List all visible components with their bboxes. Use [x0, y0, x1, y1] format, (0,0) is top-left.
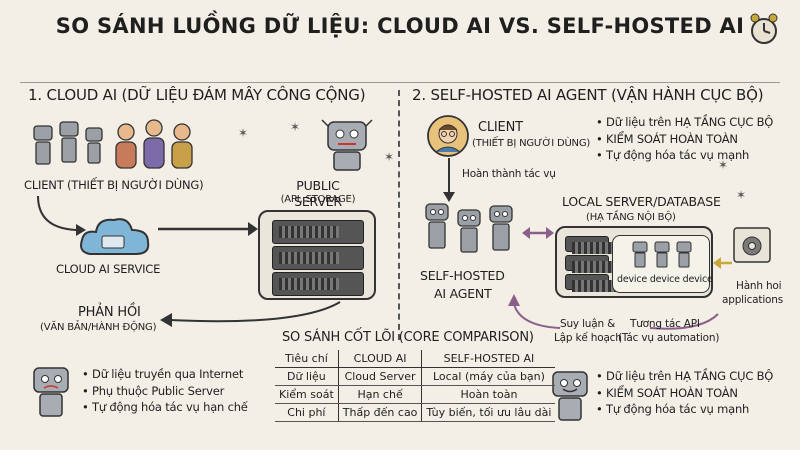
apps-label-1: Hành hoi — [736, 280, 782, 292]
local-client-title: CLIENT — [478, 120, 523, 135]
selfhosted-section-heading: 2. SELF-HOSTED AI AGENT (VẬN HÀNH CỤC BỘ… — [412, 86, 764, 104]
table-header-row: Tiêu chí CLOUD AI SELF-HOSTED AI — [275, 350, 556, 368]
list-item: KIỂM SOÁT HOÀN TOÀN — [596, 385, 773, 402]
table-cell: Chi phí — [275, 403, 339, 422]
robot-icon — [632, 241, 692, 268]
robot-icon — [321, 119, 373, 171]
reasoning-label-1: Suy luận & — [560, 318, 616, 330]
table-header-cell: SELF-HOSTED AI — [421, 350, 556, 368]
comparison-heading: SO SÁNH CỐT LÕI (CORE COMPARISON) — [282, 330, 534, 345]
cloud-client-label: CLIENT (THIẾT BỊ NGƯỜI DÙNG) — [24, 178, 204, 192]
local-server-sub: (HẠ TẦNG NỘI BỘ) — [586, 212, 676, 223]
local-server-title: LOCAL SERVER/DATABASE — [562, 194, 721, 209]
robot-icon — [33, 367, 69, 417]
robot-icon — [552, 371, 588, 421]
table-cell: Local (máy của bạn) — [421, 367, 556, 386]
star-icon: ✶ — [736, 188, 747, 202]
arrow-cloud-to-server — [158, 222, 258, 236]
cloud-bullet-list: Dữ liệu truyền qua Internet Phụ thuộc Pu… — [82, 366, 248, 416]
cloud-service-label: CLOUD AI SERVICE — [56, 262, 161, 276]
list-item: KIỂM SOÁT HOÀN TOÀN — [596, 131, 773, 148]
server-rack-icon — [565, 236, 632, 254]
feedback-sub: (VĂN BẢN/HÀNH ĐỘNG) — [40, 322, 157, 333]
star-icon: ✶ — [238, 126, 249, 140]
section-divider — [398, 90, 400, 340]
table-cell: Hoàn toàn — [421, 385, 556, 404]
task-done-label: Hoàn thành tác vụ — [462, 168, 556, 180]
page-title: SO SÁNH LUỒNG DỮ LIỆU: CLOUD AI VS. SELF… — [55, 14, 745, 38]
reasoning-label-2: Lập kế hoạch — [554, 332, 622, 344]
feedback-title: PHẢN HỒI — [78, 305, 141, 320]
table-cell: Cloud Server — [337, 367, 422, 386]
api-label-1: Tương tác API — [630, 318, 700, 330]
list-item: Phụ thuộc Public Server — [82, 383, 248, 400]
table-row: Chi phí Thấp đến cao Tùy biến, tối ưu lâ… — [275, 403, 556, 422]
arrow-client-to-cloud — [37, 195, 86, 236]
comparison-table: Tiêu chí CLOUD AI SELF-HOSTED AI Dữ liệu… — [275, 350, 556, 422]
star-icon: ✶ — [718, 158, 729, 172]
arrow-client-to-agent — [443, 158, 455, 202]
agent-title-1: SELF-HOSTED — [420, 268, 505, 283]
gear-icon — [733, 227, 771, 263]
cloud-icon — [80, 218, 150, 255]
table-row: Kiểm soát Hạn chế Hoàn toàn — [275, 385, 556, 404]
table-cell: Kiểm soát — [275, 385, 339, 404]
list-item: Dữ liệu trên HẠ TẦNG CỤC BỘ — [596, 114, 773, 131]
server-rack-icon — [272, 272, 364, 296]
list-item: Dữ liệu trên HẠ TẦNG CỤC BỘ — [596, 368, 773, 385]
api-label-2: (Tác vụ automation) — [618, 332, 720, 344]
title-divider — [20, 82, 780, 83]
list-item: Tự động hóa tác vụ mạnh — [596, 401, 773, 418]
list-item: Dữ liệu truyền qua Internet — [82, 366, 248, 383]
selfhosted-bottom-bullets: Dữ liệu trên HẠ TẦNG CỤC BỘ KIỂM SOÁT HO… — [596, 368, 773, 418]
cloud-section-heading: 1. CLOUD AI (DỮ LIỆU ĐÁM MÂY CÔNG CỘNG) — [28, 86, 366, 104]
arrow-server-to-feedback — [160, 301, 341, 327]
star-icon: ✶ — [384, 150, 395, 164]
arrow-api-to-agent — [508, 294, 719, 330]
table-cell: Dữ liệu — [275, 367, 339, 386]
user-group-icon — [33, 119, 193, 169]
user-avatar-icon — [427, 115, 469, 157]
apps-label-2: applications — [722, 294, 783, 306]
star-icon: ✶ — [290, 120, 301, 134]
server-rack-icon — [565, 274, 632, 292]
list-item: Tự động hóa tác vụ hạn chế — [82, 399, 248, 416]
selfhosted-top-bullets: Dữ liệu trên HẠ TẦNG CỤC BỘ KIỂM SOÁT HO… — [596, 114, 773, 164]
public-server-title: PUBLIC SERVER — [294, 178, 342, 209]
device-box: device device device — [612, 235, 713, 293]
table-cell: Tùy biến, tối ưu lâu dài — [421, 403, 556, 422]
arrow-agent-local — [522, 227, 554, 239]
table-header-cell: CLOUD AI — [337, 350, 422, 368]
server-rack-icon — [272, 246, 364, 270]
public-server-box — [258, 210, 376, 300]
server-rack-icon — [565, 255, 632, 273]
table-cell: Hạn chế — [337, 385, 422, 404]
clock-icon — [750, 13, 778, 44]
server-rack-icon — [272, 220, 364, 244]
agent-title-2: AI AGENT — [434, 286, 492, 301]
list-item: Tự động hóa tác vụ mạnh — [596, 147, 773, 164]
device-label: device device device — [617, 274, 713, 285]
local-client-sub: (THIẾT BỊ NGƯỜI DÙNG) — [472, 138, 591, 149]
table-header-cell: Tiêu chí — [275, 350, 339, 368]
public-server-sub: (API, STORAGE) — [280, 194, 356, 205]
arrow-apps-to-local — [713, 257, 732, 269]
table-row: Dữ liệu Cloud Server Local (máy của bạn) — [275, 367, 556, 386]
table-cell: Thấp đến cao — [337, 403, 422, 422]
robot-icon — [425, 203, 513, 253]
